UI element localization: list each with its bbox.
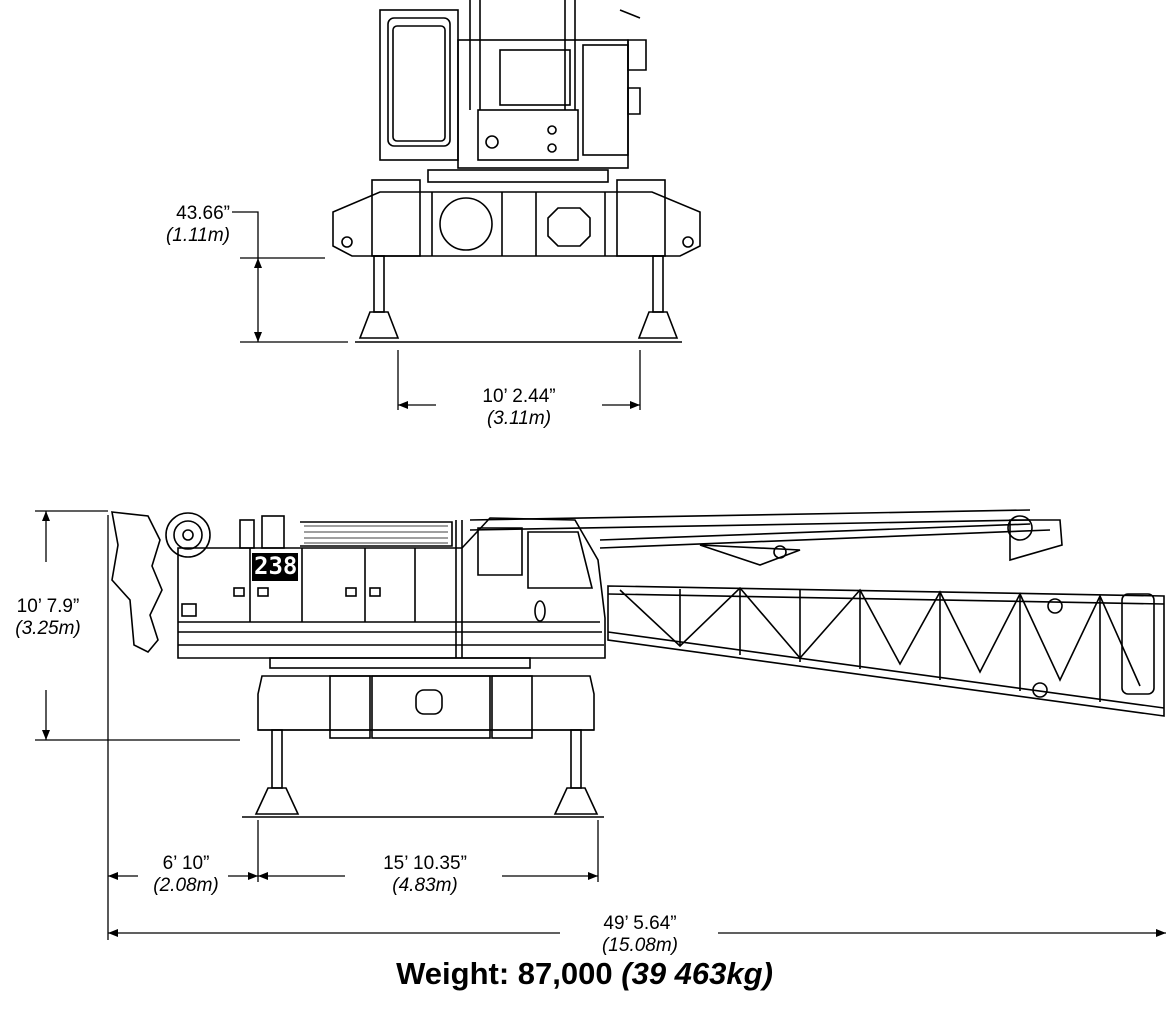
side-hoist-drum — [165, 512, 211, 558]
model-badge — [252, 553, 298, 581]
front-mirror — [619, 9, 647, 115]
side-cab-door — [477, 527, 523, 576]
overall-height-metric: (3.25m) — [15, 618, 81, 639]
overall-length-imperial: 49’ 5.64” — [603, 913, 677, 934]
front-cab — [379, 9, 459, 161]
side-cab-window — [527, 531, 594, 589]
overall-height-imperial: 10’ 7.9” — [16, 596, 80, 617]
side-float-rear — [254, 787, 300, 815]
weight-metric: (39 463kg) — [621, 956, 773, 991]
model-badge-text: 238 — [254, 552, 298, 580]
label-overall-height: 10’ 7.9” (3.25m) — [15, 596, 80, 640]
side-carbody — [257, 675, 595, 731]
side-float-front — [553, 787, 599, 815]
rear-overhang-imperial: 6’ 10” — [162, 853, 210, 874]
side-engine-cover — [300, 521, 453, 547]
dim-outrigger-height — [232, 211, 348, 343]
overall-length-metric: (15.08m) — [601, 935, 679, 956]
weight-caption: Weight: 87,000 (39 463kg) — [0, 956, 1169, 992]
boom-sheave — [1007, 515, 1033, 541]
label-rear-overhang: 6’ 10” (2.08m) — [153, 853, 218, 897]
front-float-left — [358, 311, 400, 339]
outrigger-width-metric: (3.11m) — [486, 408, 552, 429]
side-lattice-boom — [607, 585, 1165, 717]
label-outrigger-width: 10’ 2.44” (3.11m) — [482, 386, 555, 430]
front-view — [332, 0, 701, 343]
dim-outrigger-width — [397, 350, 641, 410]
outrigger-height-imperial: 43.66” — [176, 203, 230, 224]
outrigger-length-imperial: 15’ 10.35” — [383, 853, 467, 874]
weight-label: Weight: 87,000 — [396, 956, 613, 991]
label-outrigger-height: 43.66” (1.11m) — [140, 203, 230, 247]
side-counterweight — [111, 511, 163, 653]
dim-overall-height — [35, 510, 240, 741]
label-overall-length: 49’ 5.64” (15.08m) — [602, 913, 678, 957]
dim-bottom-lengths — [107, 515, 1166, 940]
front-float-right — [637, 311, 679, 339]
label-outrigger-length: 15’ 10.35” (4.83m) — [383, 853, 467, 897]
outrigger-width-imperial: 10’ 2.44” — [482, 386, 556, 407]
side-view — [111, 509, 1165, 818]
front-machinery-house — [457, 39, 629, 169]
outrigger-length-metric: (4.83m) — [392, 875, 458, 896]
front-carbody — [332, 191, 701, 257]
rear-overhang-metric: (2.08m) — [153, 875, 219, 896]
outrigger-height-metric: (1.11m) — [165, 225, 230, 246]
